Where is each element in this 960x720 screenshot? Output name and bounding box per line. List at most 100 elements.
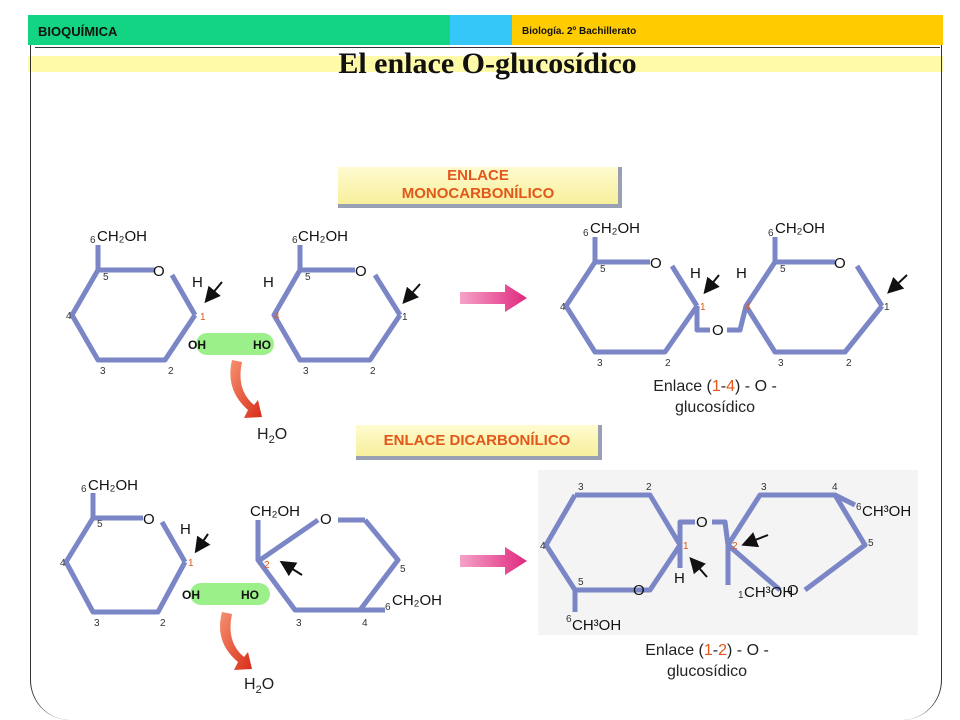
- svg-text:4: 4: [362, 618, 368, 629]
- reaction-arrow-bottom: [460, 547, 527, 575]
- svg-text:4: 4: [66, 311, 72, 322]
- product-sucrose: [543, 492, 868, 612]
- fructose-arrow: [279, 560, 303, 577]
- svg-text:5: 5: [578, 577, 584, 588]
- mono-box-line1: ENLACE: [447, 167, 509, 184]
- svg-text:3: 3: [778, 358, 784, 369]
- svg-text:2: 2: [264, 560, 270, 571]
- svg-text:6: 6: [856, 502, 862, 513]
- svg-text:4: 4: [60, 558, 66, 569]
- product2-arrow-b: [689, 557, 708, 578]
- water-arrow-bottom: [220, 612, 252, 670]
- svg-text:2: 2: [370, 366, 376, 377]
- oh-label-top: OH: [188, 338, 206, 352]
- ring1-arrow: [204, 281, 223, 304]
- svg-text:1: 1: [683, 541, 689, 552]
- svg-text:1: 1: [402, 312, 408, 323]
- title-band: [28, 56, 943, 72]
- svg-text:3: 3: [296, 618, 302, 629]
- caption-sucrose: Enlace (1-2) - O - glucosídico: [645, 642, 769, 680]
- svg-text:3: 3: [578, 482, 584, 493]
- svg-text:H: H: [674, 570, 685, 587]
- svg-text:3: 3: [597, 358, 603, 369]
- ring2-h: H: [263, 274, 274, 291]
- svg-text:2: 2: [732, 541, 738, 552]
- svg-text:CH₂OH: CH₂OH: [392, 592, 442, 609]
- svg-text:CH₂OH: CH₂OH: [250, 503, 300, 520]
- svg-text:CH³OH: CH³OH: [744, 584, 793, 601]
- svg-text:4: 4: [540, 541, 546, 552]
- svg-text:O: O: [696, 514, 708, 531]
- svg-text:1: 1: [700, 302, 706, 313]
- svg-text:5: 5: [780, 264, 786, 275]
- svg-text:H: H: [690, 265, 701, 282]
- mono-box-line2: MONOCARBONÍLICO: [401, 185, 555, 202]
- page-title: El enlace O-glucosídico: [338, 47, 637, 80]
- glucose-ring-1-labels: CH₂OH O H: [97, 228, 203, 291]
- ring3-numbers: 6 5 4 3 2 1: [60, 484, 194, 629]
- oh-label-bottom: OH: [182, 588, 200, 602]
- svg-text:3: 3: [94, 618, 100, 629]
- svg-text:2: 2: [846, 358, 852, 369]
- header-green-block: [28, 15, 450, 45]
- header-yellow-block: [512, 15, 943, 45]
- ho-label-bottom: HO: [241, 588, 259, 602]
- header-subject: BIOQUÍMICA: [38, 24, 118, 39]
- product2-numbers: 3 2 4 5 6 1 3 4 6 5 2 1: [540, 482, 874, 625]
- ring2-ch2oh: CH₂OH: [298, 228, 348, 245]
- svg-text:O: O: [143, 511, 155, 528]
- header-course: Biología. 2º Bachillerato: [522, 26, 637, 37]
- glucose-ring-2: [271, 245, 403, 363]
- svg-text:4: 4: [832, 482, 838, 493]
- glucose-ring-3: [63, 493, 188, 615]
- svg-text:O: O: [787, 582, 799, 599]
- svg-text:4: 4: [274, 311, 280, 322]
- ring2-labels: CH₂OH O H: [263, 228, 367, 291]
- svg-text:5: 5: [103, 272, 109, 283]
- product1-numbers: 6 5 4 3 2 1 6 5 4 3 2 1: [560, 228, 890, 369]
- svg-text:1: 1: [188, 558, 194, 569]
- svg-text:6: 6: [385, 602, 391, 613]
- svg-text:5: 5: [400, 564, 406, 575]
- fructose-numbers: 2 3 4 5 6: [264, 560, 406, 629]
- header-bar: BIOQUÍMICA Biología. 2º Bachillerato: [28, 15, 943, 45]
- svg-text:5: 5: [600, 264, 606, 275]
- svg-text:3: 3: [761, 482, 767, 493]
- svg-text:O: O: [320, 511, 332, 528]
- svg-text:CH₂OH: CH₂OH: [775, 220, 825, 237]
- svg-text:O: O: [834, 255, 846, 272]
- svg-text:4: 4: [560, 302, 566, 313]
- svg-text:CH³OH: CH³OH: [572, 617, 621, 634]
- reaction-arrow-top: [460, 284, 527, 312]
- svg-text:6: 6: [768, 228, 774, 239]
- svg-text:4: 4: [745, 302, 751, 313]
- ring1-numbers: 6 5 4 3 2 1: [66, 235, 206, 377]
- svg-text:2: 2: [646, 482, 652, 493]
- svg-text:2: 2: [160, 618, 166, 629]
- header-cyan-block: [450, 15, 512, 45]
- ring3-arrow: [194, 533, 211, 554]
- water-bottom: H2O: [244, 676, 275, 697]
- svg-text:2: 2: [168, 366, 174, 377]
- product-maltose: [563, 237, 885, 355]
- hydroxyl-pill-bottom: [190, 583, 270, 605]
- svg-text:6: 6: [292, 235, 298, 246]
- fructose-ring: [255, 517, 401, 613]
- product1-arrow-a: [703, 274, 720, 295]
- svg-text:H: H: [180, 521, 191, 538]
- ring1-h: H: [192, 274, 203, 291]
- svg-text:6: 6: [81, 484, 87, 495]
- caption-maltose: Enlace (1-4) - O - glucosídico: [653, 378, 777, 416]
- svg-text:1: 1: [884, 302, 890, 313]
- svg-text:H: H: [736, 265, 747, 282]
- product1-arrow-b: [887, 274, 908, 294]
- ring1-oxygen: O: [153, 263, 165, 280]
- svg-text:O: O: [712, 322, 724, 339]
- svg-text:3: 3: [100, 366, 106, 377]
- product2-labels: O O H O CH³OH CH³OH CH³OH: [572, 503, 911, 634]
- slide-frame: [30, 45, 942, 720]
- svg-text:3: 3: [303, 366, 309, 377]
- ring1-ch2oh: CH₂OH: [97, 228, 147, 245]
- ho-label-top: HO: [253, 338, 271, 352]
